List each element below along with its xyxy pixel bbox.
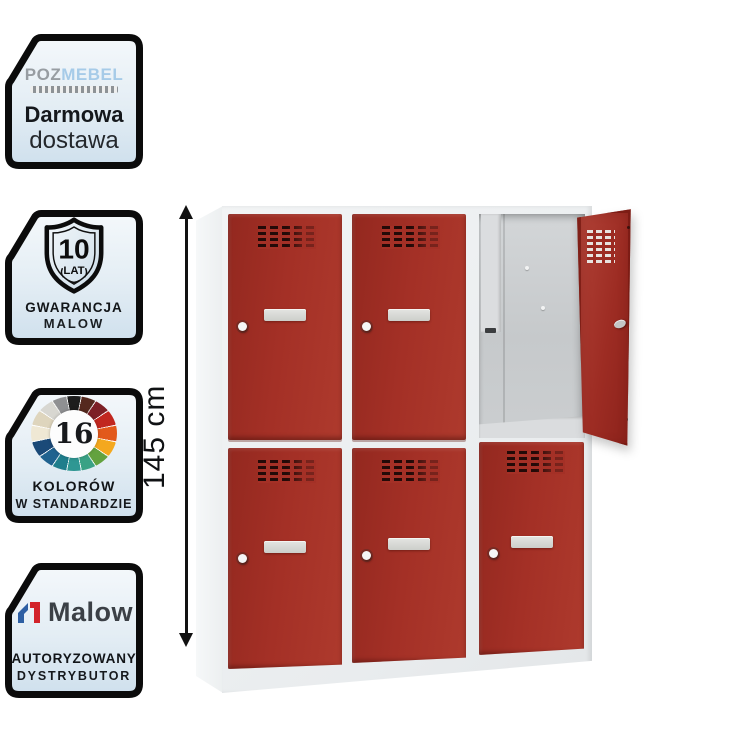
badge-warranty: 10 LAT GWARANCJA MALOW (5, 210, 143, 345)
interior-hole (541, 306, 545, 310)
warranty-shield-icon: 10 LAT (38, 217, 110, 295)
color-wheel-count: 16 (50, 409, 98, 458)
locker-door-bottom-left (228, 448, 342, 669)
lock-icon (238, 554, 247, 564)
locker-door-open-panel (577, 209, 631, 446)
svg-text:LAT: LAT (63, 265, 84, 277)
locker-door-top-middle (352, 214, 466, 440)
badge-warranty-line2: MALOW (43, 316, 105, 332)
locker-door-bottom-middle (352, 448, 466, 663)
badge-distributor-line2: DYSTRYBUTOR (16, 668, 132, 683)
dimension-arrow-line (185, 217, 188, 635)
dimension-arrow-up-icon (179, 205, 193, 219)
color-wheel-icon: 16 (31, 396, 117, 472)
lock-icon (489, 548, 498, 558)
badge-frame (5, 34, 143, 169)
badge-free-delivery-line1: Darmowa (24, 102, 124, 128)
name-plate (388, 538, 430, 551)
locker-door-bottom-right (479, 442, 584, 655)
dimension-arrow-down-icon (179, 633, 193, 647)
hinge-icon (627, 418, 630, 421)
badge-distributor: Malow AUTORYZOWANY DYSTRYBUTOR (5, 563, 143, 698)
locker-door-open (576, 208, 633, 448)
locker-door-top-left (228, 214, 342, 440)
coat-hook-icon (485, 328, 496, 333)
pozmebel-logo-blue: MEBEL (61, 65, 124, 85)
vent-grille-icon (507, 451, 565, 474)
name-plate (388, 308, 430, 321)
malow-logo-text: Malow (47, 596, 133, 627)
lock-icon (613, 318, 627, 330)
vent-grille-icon (382, 226, 440, 249)
name-plate (264, 308, 306, 321)
dimension-label: 145 cm (138, 384, 171, 490)
pozmebel-tagline-bar (30, 86, 118, 94)
malow-logo: Malow (15, 597, 133, 628)
interior-floor (479, 416, 585, 438)
pozmebel-logo-gray: POZ (24, 65, 62, 85)
badge-frame (5, 563, 143, 698)
locker-side-panel (196, 206, 223, 693)
badge-warranty-line1: GWARANCJA (25, 299, 123, 315)
interior-partition (481, 214, 501, 332)
lock-icon (362, 322, 371, 332)
lock-icon (238, 322, 247, 332)
malow-logo-mark-icon (17, 602, 40, 624)
vent-grille-icon (587, 230, 615, 263)
vent-grille-icon (258, 226, 316, 249)
name-plate (264, 540, 306, 553)
badge-free-delivery: POZMEBEL Darmowa dostawa (5, 34, 143, 169)
badge-colors-line1: KOLORÓW (32, 478, 116, 495)
lock-icon (362, 551, 371, 561)
badge-distributor-line1: AUTORYZOWANY (11, 650, 137, 666)
vent-grille-icon (382, 460, 440, 483)
vent-grille-icon (258, 460, 316, 483)
badge-colors-line2: W STANDARDZIE (15, 496, 133, 511)
interior-edge (503, 214, 505, 438)
locker-open-compartment (479, 214, 585, 438)
hinge-icon (627, 226, 630, 229)
pozmebel-logo: POZMEBEL (25, 66, 123, 83)
svg-text:10: 10 (58, 233, 89, 264)
badge-colors: 16 KOLORÓW W STANDARDZIE (5, 388, 143, 523)
name-plate (510, 535, 553, 548)
interior-hole (525, 266, 529, 270)
badge-free-delivery-line2: dostawa (29, 127, 119, 155)
